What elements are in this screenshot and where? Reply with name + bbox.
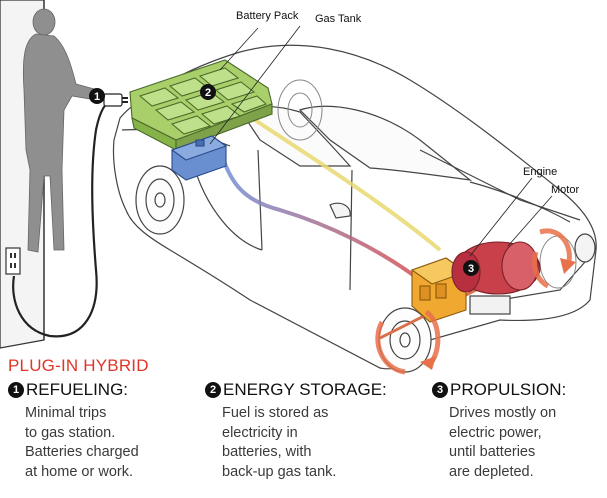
section-number-badge: 1 — [8, 382, 24, 398]
section-line: to gas station. — [25, 424, 116, 441]
diagram-title: PLUG-IN HYBRID — [8, 356, 149, 375]
section-line: until batteries — [449, 444, 536, 460]
section-line: Batteries charged — [25, 444, 139, 460]
motor-label: Motor — [551, 184, 580, 196]
section-line: at home or work. — [25, 463, 133, 480]
back-inner-wheel — [277, 79, 323, 141]
gas-tank-label: Gas Tank — [315, 13, 362, 25]
section-line: Drives mostly on — [449, 405, 557, 421]
section-body: Minimal trips to gas station. Batteries … — [25, 404, 139, 482]
section-heading-text: PROPULSION: — [450, 380, 567, 399]
section-number-badge: 3 — [432, 382, 448, 398]
gas-tank — [170, 135, 228, 181]
section-line: electric power, — [449, 424, 542, 441]
section-refueling: 1 REFUELING: Minimal trips to gas statio… — [8, 380, 139, 482]
section-line: batteries, with — [222, 444, 312, 460]
rear-wheel — [135, 165, 185, 235]
marker-2: 2 — [200, 84, 216, 100]
section-heading: 3 PROPULSION: — [432, 380, 566, 400]
section-heading-text: ENERGY STORAGE: — [223, 380, 387, 399]
rotation-arrowhead-far — [560, 258, 576, 274]
section-propulsion: 3 PROPULSION: Drives mostly on electric … — [432, 380, 566, 482]
section-energy-storage: 2 ENERGY STORAGE: Fuel is stored as elec… — [205, 380, 387, 482]
section-heading: 1 REFUELING: — [8, 380, 139, 400]
section-line: Minimal trips — [25, 405, 107, 421]
person-silhouette — [22, 8, 99, 253]
rotation-arrowhead-front — [420, 356, 436, 370]
svg-text:2: 2 — [205, 87, 211, 99]
section-line: back-up gas tank. — [222, 463, 337, 480]
marker-3: 3 — [463, 260, 479, 276]
electric-flow-line — [253, 118, 442, 252]
section-number-badge: 2 — [205, 382, 221, 398]
section-line: electricity in — [222, 424, 298, 441]
wall-outlet — [5, 247, 21, 275]
battery-pack — [129, 59, 273, 151]
marker-1: 1 — [89, 88, 105, 104]
charging-plug — [103, 93, 128, 107]
svg-text:3: 3 — [468, 263, 474, 275]
section-line: Fuel is stored as — [222, 405, 329, 421]
section-body: Fuel is stored as electricity in batteri… — [222, 404, 387, 482]
section-heading: 2 ENERGY STORAGE: — [205, 380, 387, 400]
fuel-flow-line — [218, 149, 422, 282]
engine-label: Engine — [523, 166, 558, 178]
leader-lines — [209, 25, 553, 257]
section-line: are depleted. — [449, 463, 534, 480]
section-heading-text: REFUELING: — [26, 380, 129, 399]
charging-cord — [12, 98, 113, 338]
battery-pack-label: Battery Pack — [236, 10, 299, 22]
svg-text:1: 1 — [94, 91, 100, 103]
section-body: Drives mostly on electric power, until b… — [449, 404, 566, 482]
